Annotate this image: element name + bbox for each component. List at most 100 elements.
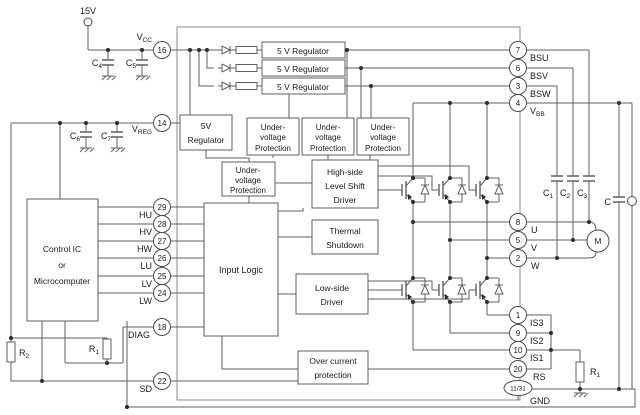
resistor-r2 xyxy=(6,341,16,363)
terminal-dc-bus xyxy=(627,196,637,206)
block-thermal-shutdown xyxy=(311,219,379,255)
capacitor-c3 xyxy=(582,175,596,182)
diode-resistor-row3 xyxy=(217,81,262,91)
pin-label: HU xyxy=(139,210,152,220)
resistor-r1-shunt-label: R1 xyxy=(590,367,601,379)
pin-number: 28 xyxy=(158,220,167,229)
pin-4: 4 VBB xyxy=(509,94,545,118)
block-label: protection xyxy=(314,370,352,380)
capacitor-c2 xyxy=(566,175,580,182)
pin-number: 27 xyxy=(158,237,167,246)
wire-segments xyxy=(10,26,636,408)
pin-number: 29 xyxy=(158,203,167,212)
block-low-side-driver xyxy=(295,273,369,315)
pin-number: 7 xyxy=(516,46,521,55)
block-uvp-3 xyxy=(356,117,410,156)
block-label: voltage xyxy=(315,133,341,142)
pin-label: IS3 xyxy=(530,318,544,328)
pin-number: 9 xyxy=(516,329,521,338)
igbt-high-v xyxy=(438,177,467,203)
block-label: Driver xyxy=(334,195,357,205)
pin-label: LU xyxy=(140,261,152,271)
pin-number: 16 xyxy=(158,46,167,55)
igbt-low-u xyxy=(401,277,430,303)
capacitor-bus xyxy=(612,196,626,203)
capacitor-c5-label: C5 xyxy=(126,58,137,70)
pin-label: RS xyxy=(533,372,546,382)
pin-1: 1 IS3 xyxy=(509,306,544,328)
block-label: Over current xyxy=(309,356,357,366)
block-label: Protection xyxy=(310,144,346,153)
resistor-r1-shunt xyxy=(575,361,585,383)
pin-number: 1 xyxy=(516,311,521,320)
block-label: Under- xyxy=(316,123,341,132)
ground-icon xyxy=(135,71,151,81)
block-label: 5V xyxy=(201,121,212,131)
pin-27: 27 HW xyxy=(137,232,171,254)
pin-number: 22 xyxy=(158,377,167,386)
capacitor-c4-label: C4 xyxy=(92,58,103,70)
pin-label: VBB xyxy=(530,106,545,118)
block-label: Protection xyxy=(365,144,401,153)
capacitor-c4 xyxy=(101,59,115,66)
pin-number: 8 xyxy=(516,218,521,227)
pin-7: 7 BSU xyxy=(509,41,549,63)
pin-label: VCC xyxy=(137,32,153,44)
pin-22: 22 SD xyxy=(139,372,171,394)
pin-label: V xyxy=(531,243,537,253)
capacitor-c7-label: C7 xyxy=(101,131,112,143)
diode-resistor-row2 xyxy=(217,63,262,73)
ground-icon xyxy=(110,143,126,153)
block-label: Regulator xyxy=(188,135,225,145)
pin-label: W xyxy=(531,261,540,271)
pin-2: 2 W xyxy=(509,249,540,271)
pin-26: 26 LU xyxy=(140,249,171,271)
ground-icon xyxy=(101,71,117,81)
pin-3: 3 BSW xyxy=(509,77,551,99)
resistor-r1-label: R1 xyxy=(89,344,100,356)
pin-label: BSV xyxy=(530,71,548,81)
motor xyxy=(586,229,610,253)
pin-number: 20 xyxy=(514,365,523,374)
igbt-high-w xyxy=(475,177,504,203)
capacitor-c5 xyxy=(135,59,149,66)
pin-number: 18 xyxy=(158,323,167,332)
supply-15v-label: 15V xyxy=(80,6,96,16)
block-label: Shutdown xyxy=(326,240,364,250)
capacitor-c7 xyxy=(110,131,124,138)
pin-label: HW xyxy=(137,244,152,254)
capacitor-c3-label: C3 xyxy=(577,188,588,200)
block-5v-regulator-main xyxy=(179,114,233,151)
igbt-low-w xyxy=(475,277,504,303)
block-label: 5 V Regulator xyxy=(277,64,329,74)
igbt-high-u xyxy=(401,177,430,203)
block-label: or xyxy=(58,260,66,270)
function-blocks: 5 V Regulator 5 V Regulator 5 V Regulato… xyxy=(26,41,410,385)
block-label: Under- xyxy=(371,123,396,132)
pin-label: IS1 xyxy=(530,353,544,363)
pin-number: 6 xyxy=(516,64,521,73)
pin-number: 25 xyxy=(158,272,167,281)
pin-number: 3 xyxy=(516,82,521,91)
pin-number: 2 xyxy=(516,254,521,263)
block-over-current-protection xyxy=(297,350,369,385)
capacitor-c1-label: C1 xyxy=(543,188,554,200)
pin-number: 5 xyxy=(516,236,521,245)
pin-8: 8 U xyxy=(509,213,538,235)
resistor-r1-pullup xyxy=(102,338,112,360)
pin-20: 20 RS xyxy=(509,360,546,382)
block-uvp-2 xyxy=(301,117,355,156)
block-label: Level Shift xyxy=(325,181,365,191)
block-label: voltage xyxy=(370,133,396,142)
block-label: voltage xyxy=(235,176,261,185)
left-pins: 16 VCC 14 VREG 29 HU 28 HV 27 HW 26 LU xyxy=(128,32,171,394)
block-label: voltage xyxy=(260,133,286,142)
block-label: Microcomputer xyxy=(34,276,90,286)
motor-label: M xyxy=(595,237,602,246)
pin-28: 28 HV xyxy=(139,215,171,237)
capacitor-c6-label: C6 xyxy=(70,131,81,143)
pin-number: 10 xyxy=(514,346,523,355)
block-label: Under- xyxy=(261,123,286,132)
pin-18: 18 DIAG xyxy=(128,318,171,340)
